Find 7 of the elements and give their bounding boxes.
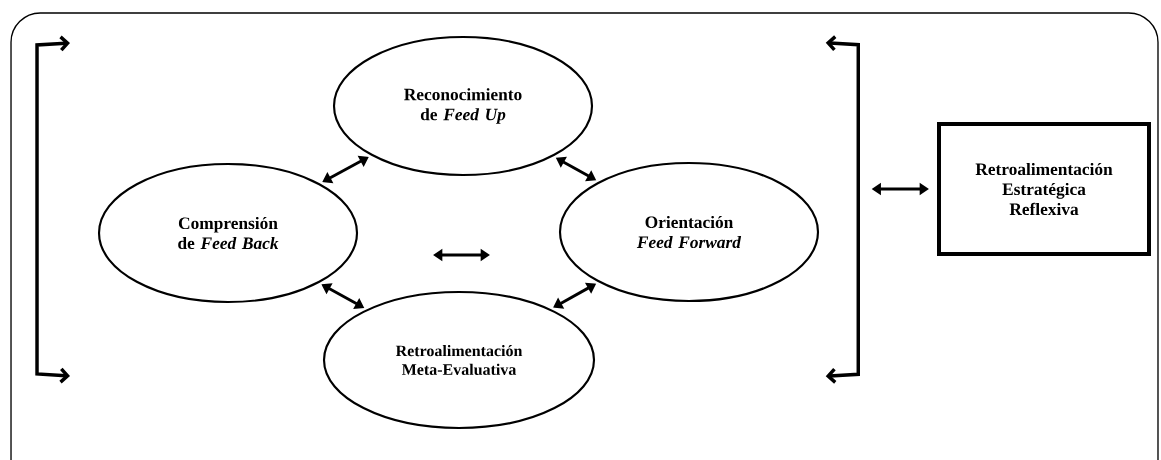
ellipse-node: Retroalimentación Meta-Evaluativa (322, 290, 596, 430)
bracket-arrow (825, 35, 860, 384)
arrow (322, 155, 369, 184)
ellipse-node: Comprensión de Feed Back (97, 162, 359, 304)
ellipse-node: Reconocimiento de Feed Up (332, 35, 594, 177)
process-box: Retroalimentación Estratégica Reflexiva (937, 122, 1151, 256)
ellipse-node: Orientación Feed Forward (558, 161, 820, 303)
